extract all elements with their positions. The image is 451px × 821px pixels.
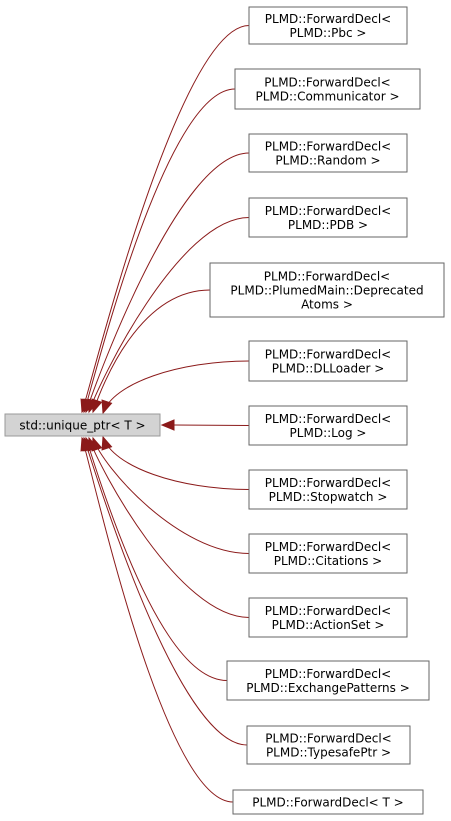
inheritance-edge <box>81 437 234 803</box>
class-node-box <box>248 533 408 574</box>
class-node[interactable]: PLMD::ForwardDecl<PLMD::Communicator > <box>234 68 421 110</box>
inheritance-edge <box>88 217 250 413</box>
class-node[interactable]: PLMD::ForwardDecl<PLMD::ActionSet > <box>248 597 408 638</box>
class-node-box <box>248 405 408 446</box>
inheritance-edge <box>92 437 250 554</box>
inheritance-arrowhead <box>91 398 103 414</box>
class-node[interactable]: PLMD::ForwardDecl<PLMD::Citations > <box>248 533 408 574</box>
inheritance-edge <box>88 437 250 618</box>
inheritance-arrowhead <box>160 419 175 431</box>
inheritance-edge <box>83 88 236 413</box>
class-node-box <box>248 133 408 173</box>
class-node-label: PLMD::PlumedMain::Deprecated <box>230 284 423 298</box>
class-node-label: PLMD::ExchangePatterns > <box>246 681 410 695</box>
class-node-box <box>248 469 408 510</box>
class-node-label: PLMD::Citations > <box>274 554 382 568</box>
class-node[interactable]: PLMD::ForwardDecl<PLMD::Log > <box>248 405 408 446</box>
class-node[interactable]: PLMD::ForwardDecl<PLMD::ExchangePatterns… <box>226 660 430 701</box>
class-node[interactable]: PLMD::ForwardDecl<PLMD::DLLoader > <box>248 340 408 382</box>
class-node-box <box>226 660 430 701</box>
inheritance-edge <box>102 436 250 490</box>
class-node-label: PLMD::ForwardDecl< <box>265 140 391 154</box>
class-node-label: Atoms > <box>301 298 353 312</box>
class-node-label: PLMD::ForwardDecl< <box>264 270 390 284</box>
class-node-label: PLMD::DLLoader > <box>272 362 385 376</box>
class-node-label: PLMD::ForwardDecl< <box>265 348 391 362</box>
class-node-label: PLMD::Random > <box>275 154 380 168</box>
inheritance-edge <box>81 25 250 413</box>
root-node-label: std::unique_ptr< T > <box>19 419 145 433</box>
class-node-box <box>234 68 421 110</box>
inheritance-edge <box>83 437 248 746</box>
root-node-box <box>4 413 161 437</box>
class-node-label: PLMD::Stopwatch > <box>269 490 388 504</box>
class-node-box <box>232 789 424 815</box>
class-node[interactable]: PLMD::ForwardDecl< T > <box>232 789 424 815</box>
class-node-box <box>248 340 408 382</box>
class-node-label: PLMD::PDB > <box>288 218 368 232</box>
root-node[interactable]: std::unique_ptr< T > <box>4 413 161 437</box>
class-node-label: PLMD::ActionSet > <box>272 618 385 632</box>
inheritance-arrowhead <box>101 399 113 415</box>
class-node-box <box>248 597 408 638</box>
class-node-label: PLMD::ForwardDecl< <box>265 476 391 490</box>
class-node-label: PLMD::ForwardDecl< <box>265 12 391 26</box>
class-node[interactable]: PLMD::ForwardDecl<PLMD::Stopwatch > <box>248 469 408 510</box>
class-node[interactable]: PLMD::ForwardDecl<PLMD::Pbc > <box>248 6 408 45</box>
class-node-label: PLMD::Communicator > <box>255 90 399 104</box>
class-node-box <box>248 197 408 238</box>
class-node[interactable]: PLMD::ForwardDecl<PLMD::PlumedMain::Depr… <box>209 262 445 318</box>
class-node[interactable]: PLMD::ForwardDecl<PLMD::Random > <box>248 133 408 173</box>
edges-group <box>80 25 250 803</box>
class-node-label: PLMD::Pbc > <box>290 26 367 40</box>
class-node-label: PLMD::ForwardDecl< <box>264 76 390 90</box>
class-node[interactable]: PLMD::ForwardDecl<PLMD::PDB > <box>248 197 408 238</box>
inheritance-edge <box>85 437 228 681</box>
class-node-box <box>246 725 411 765</box>
class-node-label: PLMD::TypesafePtr > <box>266 746 391 760</box>
inheritance-arrowhead <box>101 435 113 451</box>
class-node-label: PLMD::ForwardDecl< <box>265 412 391 426</box>
class-node-label: PLMD::ForwardDecl< T > <box>252 796 403 810</box>
class-node[interactable]: PLMD::ForwardDecl<PLMD::TypesafePtr > <box>246 725 411 765</box>
class-node-label: PLMD::ForwardDecl< <box>265 204 391 218</box>
class-node-box <box>248 6 408 45</box>
inheritance-edge <box>173 424 250 426</box>
inheritance-edge <box>102 360 250 414</box>
child-nodes-group: PLMD::ForwardDecl<PLMD::Pbc >PLMD::Forwa… <box>209 6 445 815</box>
class-node-label: PLMD::ForwardDecl< <box>265 604 391 618</box>
inheritance-arrowhead <box>80 436 92 452</box>
inheritance-edge <box>85 152 250 413</box>
class-node-box <box>209 262 445 318</box>
class-node-label: PLMD::ForwardDecl< <box>265 667 391 681</box>
class-node-label: PLMD::Log > <box>290 426 367 440</box>
inheritance-edge <box>92 289 211 413</box>
class-node-label: PLMD::ForwardDecl< <box>265 540 391 554</box>
class-node-label: PLMD::ForwardDecl< <box>265 732 391 746</box>
